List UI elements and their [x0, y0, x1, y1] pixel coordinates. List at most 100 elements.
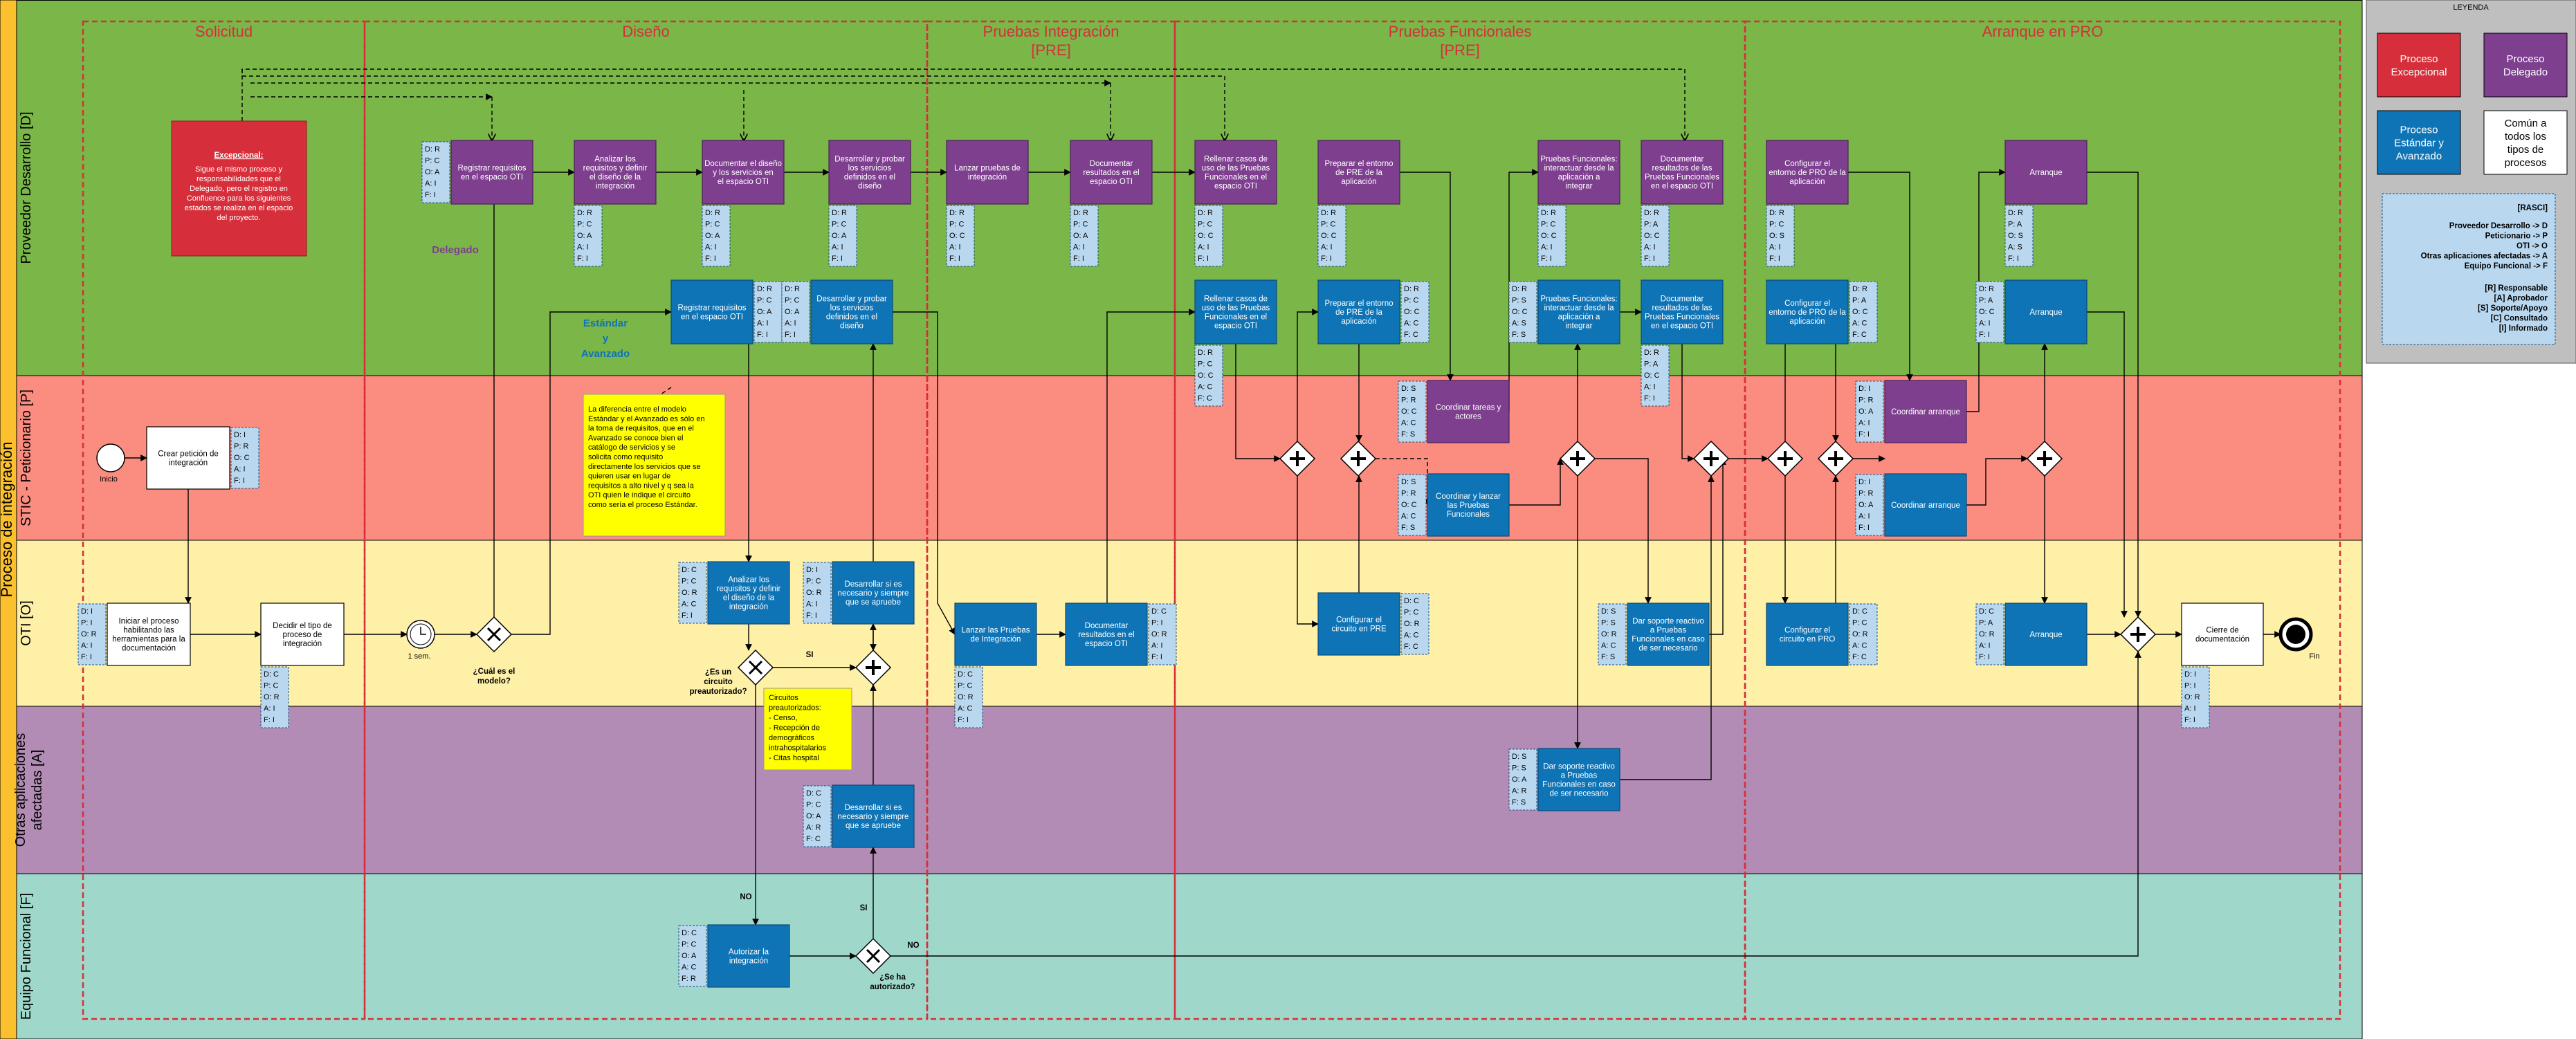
- gateway-join-pre[interactable]: [1340, 440, 1377, 477]
- gateway-modelo[interactable]: [475, 616, 513, 653]
- gateway-pf[interactable]: [1559, 440, 1596, 477]
- task-box[interactable]: [1641, 140, 1724, 205]
- gateway-circuito[interactable]: [737, 649, 774, 686]
- gateway-split-pre[interactable]: [1279, 440, 1316, 477]
- task-box[interactable]: [702, 140, 785, 205]
- task-t-pfint-s[interactable]: Pruebas Funcionales:interactuar desde la…: [1508, 279, 1620, 344]
- task-box[interactable]: [1194, 140, 1277, 205]
- gateway-autorizado[interactable]: [855, 937, 892, 975]
- task-box[interactable]: [107, 603, 191, 666]
- excepcional-box[interactable]: [171, 120, 307, 257]
- gateway-pf-join[interactable]: [1692, 440, 1730, 477]
- start-event[interactable]: [96, 443, 125, 472]
- task-box[interactable]: [2181, 603, 2264, 666]
- task-box[interactable]: [574, 140, 657, 205]
- rasci-entry: A: I: [1541, 243, 1553, 252]
- task-box[interactable]: [832, 561, 915, 625]
- task-box[interactable]: [828, 140, 911, 205]
- task-box[interactable]: [954, 603, 1037, 666]
- task-label: espacio OTI: [1214, 183, 1257, 191]
- task-box[interactable]: [1065, 603, 1148, 666]
- task-box[interactable]: [1194, 279, 1277, 344]
- task-box[interactable]: [1427, 473, 1510, 537]
- task-box[interactable]: [1427, 380, 1510, 443]
- task-box[interactable]: [146, 426, 230, 490]
- task-box[interactable]: [260, 603, 345, 666]
- rasci-entry: F: S: [1601, 653, 1615, 661]
- task-box[interactable]: [1317, 279, 1400, 344]
- task-box[interactable]: [1537, 140, 1620, 205]
- task-box[interactable]: [1766, 603, 1849, 666]
- task-box[interactable]: [1317, 140, 1400, 205]
- gateway-pro-join[interactable]: [1817, 440, 1854, 477]
- task-box[interactable]: [832, 784, 915, 848]
- task-box[interactable]: [810, 279, 893, 344]
- task-box[interactable]: [1537, 748, 1620, 811]
- note-text: solicita como requisito: [588, 453, 663, 461]
- task-box[interactable]: [2004, 140, 2088, 205]
- task-box[interactable]: [1641, 279, 1724, 344]
- gateway-circuito-label: circuito: [704, 678, 733, 686]
- task-box[interactable]: [707, 924, 790, 988]
- gateway-pro-split[interactable]: [1766, 440, 1804, 477]
- task-box[interactable]: [1627, 603, 1710, 666]
- gateway-arranque[interactable]: [2026, 440, 2063, 477]
- task-box[interactable]: [1766, 279, 1849, 344]
- gateway-final[interactable]: [2119, 616, 2157, 653]
- task-box[interactable]: [1317, 592, 1400, 656]
- task-box[interactable]: [2004, 603, 2088, 666]
- task-excepcional[interactable]: Excepcional:Sigue el mismo proceso yresp…: [171, 120, 307, 257]
- task-t-pfint-d[interactable]: Pruebas Funcionales:interactuar desde la…: [1537, 140, 1620, 267]
- task-box[interactable]: [450, 140, 533, 205]
- task-box[interactable]: [2004, 279, 2088, 344]
- flow-docpf-join: [1681, 344, 1695, 462]
- timer-event[interactable]: [406, 620, 435, 649]
- task-box[interactable]: [1070, 140, 1153, 205]
- task-box[interactable]: [1884, 380, 1967, 443]
- task-box[interactable]: [707, 561, 790, 625]
- task-box[interactable]: [1537, 279, 1620, 344]
- task-box[interactable]: [670, 279, 753, 344]
- task-box[interactable]: [946, 140, 1029, 205]
- task-box[interactable]: [1766, 140, 1849, 205]
- gateway-join-desarrollo[interactable]: [855, 649, 892, 686]
- task-box[interactable]: [1884, 473, 1967, 537]
